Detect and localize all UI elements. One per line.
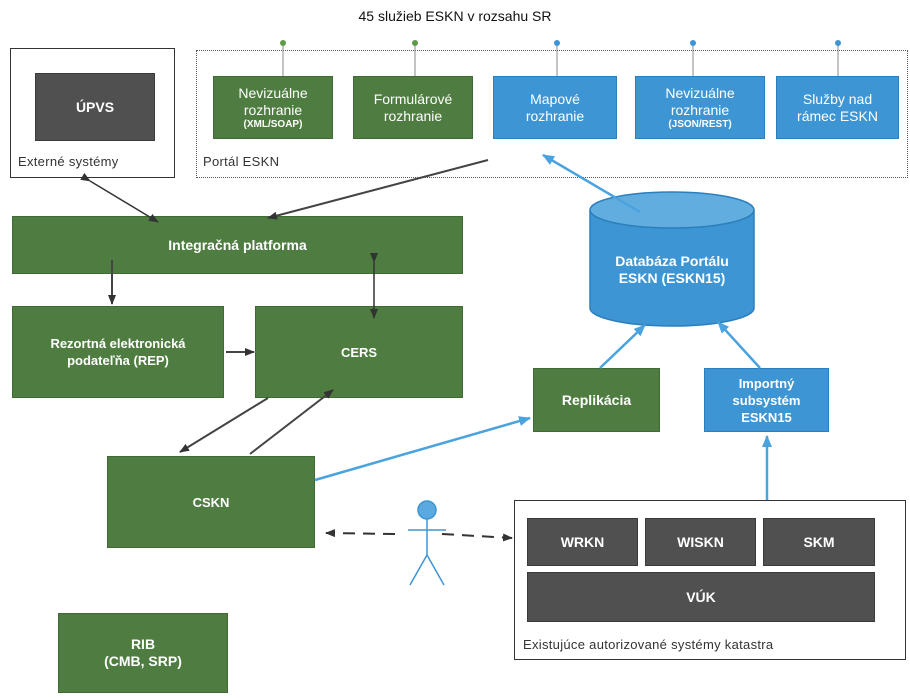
replication-box[interactable]: Replikácia [533,368,660,432]
upvs-label: ÚPVS [75,98,115,115]
cskn-box[interactable]: CSKN [107,456,315,548]
database-label: Databáza Portálu ESKN (ESKN15) [588,245,756,295]
interface-xml-soap-line1: Nevizuálne [238,84,308,101]
rib-line2: (CMB, SRP) [104,653,182,669]
wiskn-label: WISKN [677,533,724,550]
arrow-cers-cskn-down [179,397,269,453]
wrkn-box[interactable]: WRKN [527,518,638,566]
rib-box[interactable]: RIB (CMB, SRP) [58,613,228,693]
interface-xml-soap-line2: rozhranie [243,101,303,118]
interface-extra-line1: Služby nad [802,90,873,107]
interface-json-rest-line3: (JSON/REST) [668,118,732,130]
cadastre-caption: Existujúce autorizované systémy katastra [523,637,774,652]
interface-xml-soap[interactable]: Nevizuálne rozhranie (XML/SOAP) [213,76,333,139]
vuk-label: VÚK [686,588,716,605]
arrow-cskn-cers-up [249,389,334,455]
portal-eskn-caption: Portál ESKN [203,154,280,169]
integration-platform-label: Integračná platforma [168,236,307,253]
rep-line1: Rezortná elektronická [50,336,186,351]
user-actor-icon [408,500,446,586]
database-line1: Databáza Portálu [615,253,729,269]
interface-json-rest-line2: rozhranie [670,101,730,118]
interface-map[interactable]: Mapové rozhranie [493,76,617,139]
arrow-cskn-replication [314,416,531,482]
interface-extra-services[interactable]: Služby nad rámec ESKN [776,76,899,139]
interface-json-rest[interactable]: Nevizuálne rozhranie (JSON/REST) [635,76,765,139]
arrow-user-cadastre-dashed [441,533,513,542]
wiskn-box[interactable]: WISKN [645,518,756,566]
rib-line1: RIB [130,636,156,652]
replication-label: Replikácia [561,391,632,408]
upvs-box[interactable]: ÚPVS [35,73,155,141]
diagram-title: 45 služieb ESKN v rozsahu SR [358,8,552,24]
cskn-label: CSKN [192,494,230,510]
cers-label: CERS [340,344,378,360]
vuk-box[interactable]: VÚK [527,572,875,622]
interface-map-line2: rozhranie [525,107,585,124]
interface-map-line1: Mapové [530,90,580,107]
interface-form-line1: Formulárové [373,90,453,107]
interface-form-line2: rozhranie [383,107,443,124]
rep-line2: podateľňa (REP) [67,353,169,368]
integration-platform-box[interactable]: Integračná platforma [12,216,463,274]
interface-xml-soap-line3: (XML/SOAP) [243,118,303,130]
rep-box[interactable]: Rezortná elektronická podateľňa (REP) [12,306,224,398]
skm-label: SKM [803,533,835,550]
import-line2: subsystém [732,392,801,408]
interface-form[interactable]: Formulárové rozhranie [353,76,473,139]
skm-box[interactable]: SKM [763,518,875,566]
interface-extra-line2: rámec ESKN [797,107,878,124]
interface-json-rest-line1: Nevizuálne [665,84,735,101]
wrkn-label: WRKN [560,533,605,550]
import-subsystem-box[interactable]: Importný subsystém ESKN15 [704,368,829,432]
import-line1: Importný [738,375,795,391]
database-line2: ESKN (ESKN15) [618,270,726,286]
arrow-user-cskn-dashed [325,529,396,538]
arrow-replication-database [599,324,646,369]
import-line3: ESKN15 [741,409,792,425]
cers-box[interactable]: CERS [255,306,463,398]
external-systems-caption: Externé systémy [18,154,119,169]
